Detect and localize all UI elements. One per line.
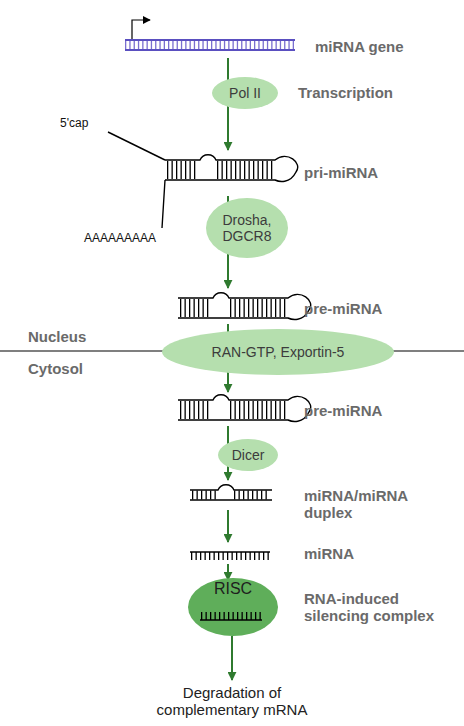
compartment-label: Nucleus xyxy=(28,328,128,345)
enzyme-ellipse: Pol II xyxy=(212,77,278,109)
export-ellipse: RAN-GTP, Exportin-5 xyxy=(162,329,394,375)
node-text: Drosha, DGCR8 xyxy=(214,212,280,244)
cap-label: 5'cap xyxy=(60,115,120,132)
node-text: Pol II xyxy=(229,85,261,101)
mirna-strand xyxy=(190,552,270,556)
stage-label: pre-miRNA xyxy=(304,402,454,419)
compartment-label: Cytosol xyxy=(28,360,128,377)
stage-label: RNA-induced silencing complex xyxy=(304,590,444,624)
stage-label: miRNA/miRNA duplex xyxy=(304,487,414,521)
pre-mirna-hairpin xyxy=(178,293,311,320)
risc-ellipse: RISC xyxy=(188,578,278,636)
stage-label: miRNA xyxy=(304,545,454,562)
stage-label: pri-miRNA xyxy=(304,164,454,181)
step-label: Transcription xyxy=(298,84,448,101)
stage-label: pre-miRNA xyxy=(304,300,454,317)
dna-double-strand xyxy=(125,20,295,50)
node-text: RAN-GTP, Exportin-5 xyxy=(212,344,345,360)
gene-label: miRNA gene xyxy=(315,38,455,55)
polya-label: AAAAAAAAA xyxy=(84,230,184,247)
node-text: RISC xyxy=(214,581,252,597)
mirna-duplex xyxy=(190,485,272,500)
pre-mirna-hairpin xyxy=(178,395,311,422)
enzyme-ellipse: Dicer xyxy=(218,439,278,471)
enzyme-ellipse: Drosha, DGCR8 xyxy=(206,198,288,258)
node-text: Dicer xyxy=(232,447,265,463)
outcome-label: Degradation of complementary mRNA xyxy=(152,684,312,718)
